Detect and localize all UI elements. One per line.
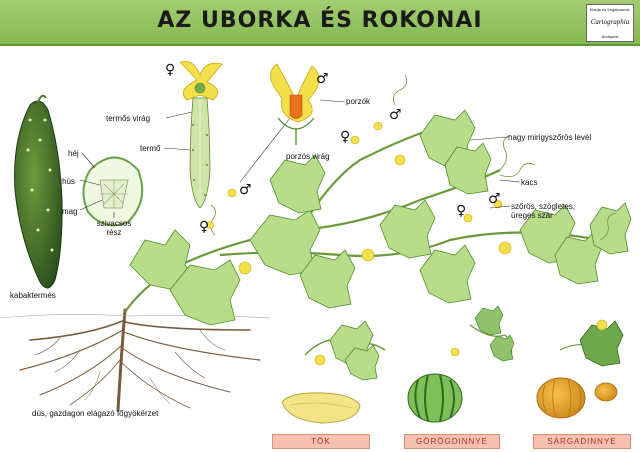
label-flesh: hús	[62, 177, 75, 186]
leader-lines	[79, 99, 521, 218]
publisher-bottom-text: Budapest	[601, 34, 619, 39]
label-spongy-line2: rész	[106, 228, 122, 237]
label-rind: héj	[68, 149, 79, 158]
label-stamens: porzók	[346, 97, 371, 106]
label-tendril: kacs	[521, 178, 538, 187]
page-title: AZ UBORKA ÉS ROKONAI	[157, 8, 483, 33]
tendrils	[210, 74, 617, 241]
cucumber-warts	[26, 118, 54, 252]
cucumber-cross-section	[82, 156, 144, 227]
publisher-top-text: Kiadja és forgalmazza:	[589, 7, 631, 12]
publisher-name: Cartographia	[590, 18, 630, 26]
header-bar	[0, 0, 640, 46]
label-fruit: kabaktermés	[10, 291, 56, 300]
label-roots: dús, gazdagon elágazó főgyökérzet	[32, 409, 159, 418]
label-male-flower: porzós virág	[286, 152, 330, 161]
root-system	[19, 308, 261, 412]
label-seed: mag	[62, 207, 78, 216]
relative-label-melon: SÁRGADINNYE	[533, 434, 631, 449]
male-symbol: ♂	[239, 182, 252, 198]
relative-label-watermelon: GÖRÖGDINNYE	[404, 434, 500, 449]
label-stem-line1: szőrös, szögletes,	[511, 202, 576, 211]
label-stem-line2: üreges szár	[511, 211, 553, 220]
relative-label-pumpkin: TÖK	[272, 434, 370, 449]
cucumber-fruit	[14, 94, 63, 289]
watermelon-illustration	[407, 305, 515, 423]
melon-illustration	[536, 319, 624, 419]
female-symbol: ♀	[199, 219, 210, 235]
label-leaf: nagy mirigyszőrös levél	[508, 133, 592, 142]
female-symbol: ♀	[165, 62, 176, 78]
male-symbol: ♂	[488, 191, 501, 207]
publisher-logo: Kiadja és forgalmazza: Cartographia Buda…	[586, 4, 634, 42]
female-flower-illustration	[179, 60, 223, 209]
female-symbol: ♀	[456, 203, 467, 219]
leaves	[129, 109, 632, 326]
male-symbol: ♂	[316, 71, 329, 87]
label-female-flower: termős virág	[106, 114, 151, 123]
male-symbol: ♂	[389, 107, 402, 123]
female-symbol: ♀	[340, 129, 351, 145]
male-flower-illustration	[270, 63, 320, 145]
ovary-spines	[192, 124, 208, 196]
pumpkin-illustration	[281, 320, 386, 424]
label-pistil: termő	[140, 144, 161, 153]
vine-flowers	[206, 121, 512, 275]
label-spongy-line1: szivacsos	[96, 219, 132, 228]
